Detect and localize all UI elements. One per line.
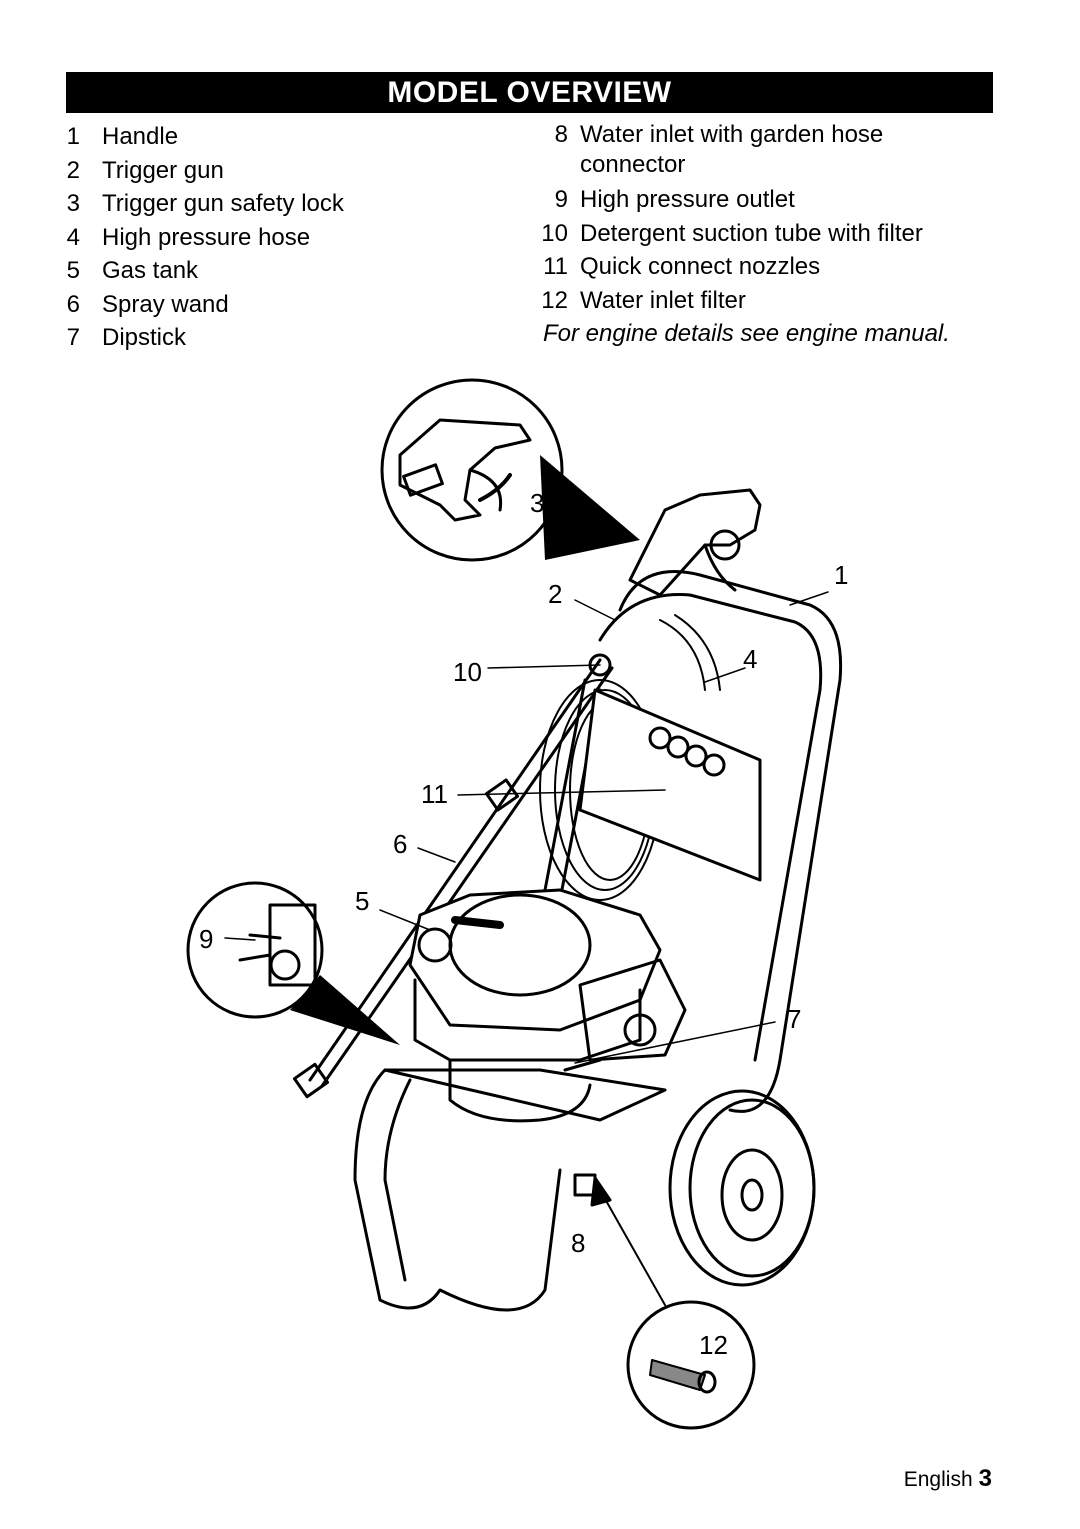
- callout-2: 2: [548, 579, 562, 609]
- page-number: 3: [978, 1465, 992, 1492]
- callout-3: 3: [530, 488, 544, 518]
- page-title: MODEL OVERVIEW: [387, 75, 672, 109]
- callout-11: 11: [421, 779, 448, 809]
- filter-detail: [626, 1300, 756, 1430]
- callout-8: 8: [571, 1228, 585, 1258]
- callout-10: 10: [453, 657, 482, 687]
- engine-note: For engine details see engine manual.: [543, 320, 950, 347]
- engine: [408, 888, 687, 1123]
- trigger-lock-detail: [380, 378, 564, 562]
- callout-9: 9: [199, 924, 213, 954]
- trigger-gun: [628, 488, 762, 597]
- detail-pointer-top: [540, 455, 640, 560]
- callout-12: 12: [699, 1330, 728, 1360]
- pressure-washer-diagram: 3 2 1 10 4 11 6 5 9 7 8 12: [186, 378, 848, 1430]
- title-bar: MODEL OVERVIEW: [66, 72, 993, 113]
- nozzle-panel: [578, 688, 762, 882]
- callout-4: 4: [743, 644, 757, 674]
- wheel: [668, 1089, 816, 1287]
- callout-7: 7: [787, 1004, 801, 1034]
- footer-language: English: [903, 1468, 973, 1491]
- callout-6: 6: [393, 829, 407, 859]
- callout-5: 5: [355, 886, 369, 916]
- callout-1: 1: [834, 560, 848, 590]
- detail-pointer-bottom: [290, 975, 400, 1045]
- outlet-detail: [186, 881, 324, 1019]
- frame: [353, 570, 843, 1312]
